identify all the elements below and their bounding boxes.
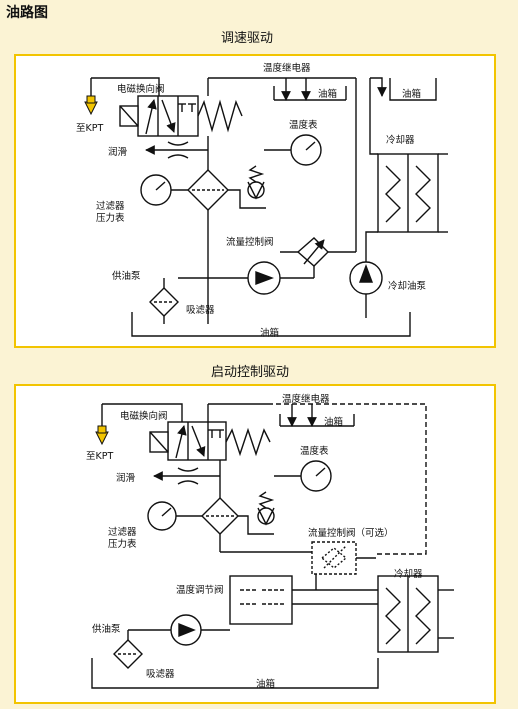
label-tank-bottom-2: 油箱	[256, 679, 276, 690]
filter-2	[201, 497, 239, 535]
diagram1-title: 调速驱动	[221, 31, 274, 46]
diagram2-title: 启动控制驱动	[211, 365, 290, 380]
label-cooler-1: 冷却器	[386, 135, 415, 146]
label-tank-a-1: 油箱	[318, 89, 338, 100]
label-thermometer-1: 温度表	[289, 120, 318, 131]
diagram1-schematic	[84, 77, 448, 337]
label-solenoid-valve-1: 电磁换向阀	[117, 84, 165, 95]
label-flow-valve-1: 流量控制阀	[226, 237, 274, 248]
label-thermometer-2: 温度表	[300, 446, 329, 457]
label-supply-pump-1: 供油泵	[112, 271, 141, 282]
diagram2-schematic	[91, 403, 454, 689]
label-tank-b-1: 油箱	[402, 89, 422, 100]
diagram1-panel: 温度继电器 油箱 油箱 电磁换向阀 至KPT 润滑 温度表 冷却器 过滤器 压力…	[14, 54, 496, 348]
label-lubrication-2: 润滑	[116, 473, 136, 484]
label-suction-filter-1: 吸滤器	[186, 305, 215, 316]
label-temp-relay-2: 温度继电器	[282, 394, 330, 405]
label-temp-valve-2: 温度调节阀	[176, 585, 224, 596]
label-pressure-gauge-2: 压力表	[108, 539, 137, 550]
diagram2-panel: 温度继电器 油箱 电磁换向阀 至KPT 润滑 温度表 过滤器 压力表 流量控制阀…	[14, 384, 496, 704]
label-temp-relay-1: 温度继电器	[263, 63, 311, 74]
flow-valve-1	[296, 237, 329, 267]
label-to-kpt-2: 至KPT	[86, 451, 114, 462]
label-pressure-gauge-1: 压力表	[96, 213, 125, 224]
label-solenoid-valve-2: 电磁换向阀	[120, 411, 168, 422]
label-cooler-2: 冷却器	[394, 569, 423, 580]
label-flow-valve-2: 流量控制阀（可选）	[308, 528, 394, 539]
label-tank-a-2: 油箱	[324, 417, 344, 428]
label-tank-bottom-1: 油箱	[260, 328, 280, 339]
flow-valve-2	[311, 541, 357, 575]
label-filter-1: 过滤器	[96, 201, 125, 212]
label-to-kpt-1: 至KPT	[76, 123, 104, 134]
label-filter-2: 过滤器	[108, 527, 137, 538]
page-title: 油路图	[6, 5, 48, 21]
label-cooling-pump-1: 冷却油泵	[388, 281, 427, 292]
label-supply-pump-2: 供油泵	[92, 624, 121, 635]
temp-valve-2	[229, 575, 293, 625]
label-suction-filter-2: 吸滤器	[146, 669, 175, 680]
label-lubrication-1: 润滑	[108, 147, 128, 158]
